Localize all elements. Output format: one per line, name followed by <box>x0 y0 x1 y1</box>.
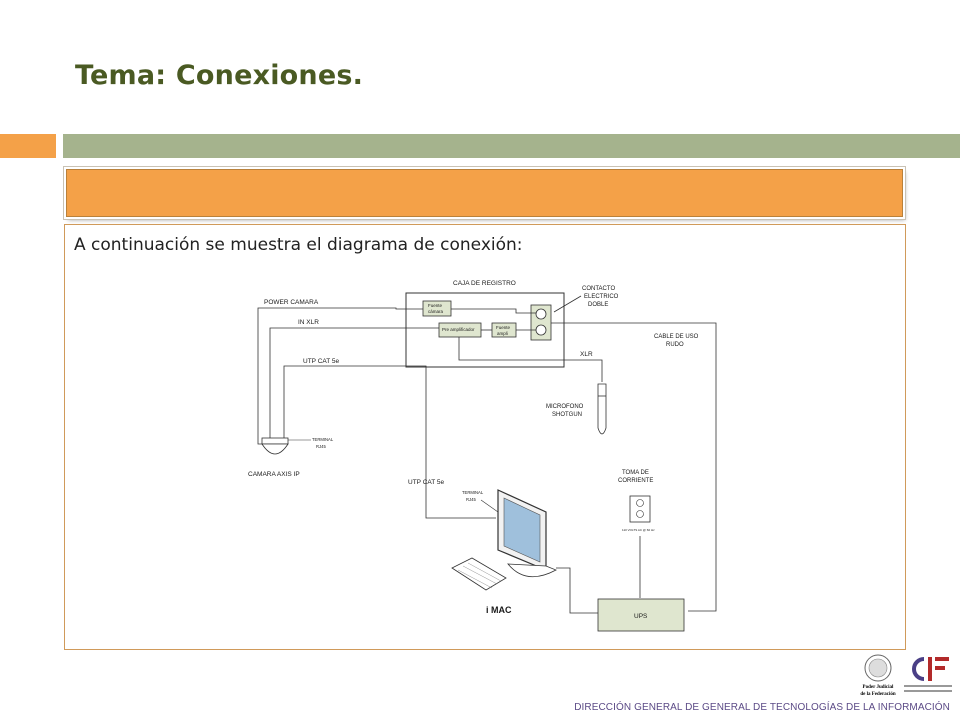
terminal-rj45-mac-1: TERMINAL <box>462 490 484 495</box>
utp-cat5e-mid-label: UTP CAT 5e <box>408 479 445 486</box>
cable-uso-label-1: CABLE DE USO <box>654 334 699 340</box>
pjf-logo: Poder Judicial de la Federación <box>860 654 896 697</box>
microfono-label-2: SHOTGUN <box>552 412 582 418</box>
ups-label: UPS <box>634 613 648 620</box>
utp-top-wire <box>283 365 427 440</box>
terminal-mac-pointer <box>480 499 499 513</box>
contacto-socket-top <box>535 308 547 320</box>
xlr-wire <box>458 337 603 382</box>
contacto-socket-bottom <box>535 324 547 336</box>
power-camara-wire <box>257 307 423 445</box>
contacto-label-3: DOBLE <box>588 302 608 308</box>
pjf-label-1: Poder Judicial <box>863 685 894 690</box>
ups-box <box>597 598 685 632</box>
in-xlr-wire <box>269 327 439 438</box>
terminal-rj45-cam-2: RJ45 <box>316 444 326 449</box>
footer-text: DIRECCIÓN GENERAL DE GENERAL DE TECNOLOG… <box>574 702 950 713</box>
accent-bar-right <box>63 134 960 158</box>
content-frame <box>64 224 906 650</box>
fuente-camara-label-1: Fuente <box>428 303 443 308</box>
contacto-label-2: ELECTRICO <box>584 294 619 300</box>
imac-keyboard <box>451 557 507 591</box>
accent-bar-left <box>0 134 56 158</box>
microfono-shotgun <box>597 383 607 435</box>
contacto-label-1: CONTACTO <box>582 286 615 292</box>
keyboard-keys <box>457 562 502 589</box>
fuente-ampli-label-1: Fuente <box>496 325 511 330</box>
imac-label: i MAC <box>486 605 512 615</box>
toma-socket-bottom <box>636 510 644 518</box>
caja-registro-label: CAJA DE REGISTRO <box>453 280 516 287</box>
contacto-pointer <box>553 295 582 313</box>
power-camara-label: POWER CAMARA <box>264 299 319 306</box>
cjf-logo <box>904 657 952 692</box>
microfono-label-1: MICROFONO <box>546 404 584 410</box>
pjf-seal <box>864 654 892 682</box>
terminal-rj45-cam-1: TERMINAL <box>312 437 334 442</box>
camara-base <box>261 437 289 445</box>
in-xlr-label: IN XLR <box>298 319 319 326</box>
imac-stand <box>507 563 557 578</box>
xlr-label: XLR <box>580 351 593 358</box>
fuente-camara-label-2: cámara <box>428 309 444 314</box>
toma-label-2: CORRIENTE <box>618 478 653 484</box>
cjf-mark <box>912 657 925 681</box>
imac-screen <box>503 497 541 563</box>
connection-diagram: CAJA DE REGISTRO Fuente cámara Pre ampli… <box>248 280 717 632</box>
toma-label-1: TOMA DE <box>622 470 649 476</box>
cable-uso-label-2: RUDO <box>666 342 684 348</box>
camara-dome <box>261 443 289 455</box>
intro-text: A continuación se muestra el diagrama de… <box>74 235 523 255</box>
fuente-camara-to-contacto <box>451 308 536 314</box>
cable-uso-rudo-wire <box>551 322 717 612</box>
utp-mid-wire <box>425 366 496 519</box>
utp-cat5e-top-label: UTP CAT 5e <box>303 358 340 365</box>
terminal-rj45-mac-2: RJ45 <box>466 497 476 502</box>
imac-to-ups <box>556 567 598 614</box>
header-banner <box>66 169 903 217</box>
camara-axis-label: CAMARA AXIS IP <box>248 471 300 478</box>
fuente-camara-box <box>422 300 452 317</box>
pjf-label-2: de la Federación <box>860 692 895 697</box>
toma-socket-top <box>636 499 644 507</box>
toma-note: 110 VOLTS AC @ 60 Hz <box>622 528 655 532</box>
pre-amplificador-label: Pre amplificador <box>442 327 475 332</box>
caja-registro-box <box>405 292 565 368</box>
toma-outlet <box>629 495 651 523</box>
fuente-ampli-label-2: ampli <box>497 331 508 336</box>
slide-title: Tema: Conexiones. <box>75 60 364 91</box>
